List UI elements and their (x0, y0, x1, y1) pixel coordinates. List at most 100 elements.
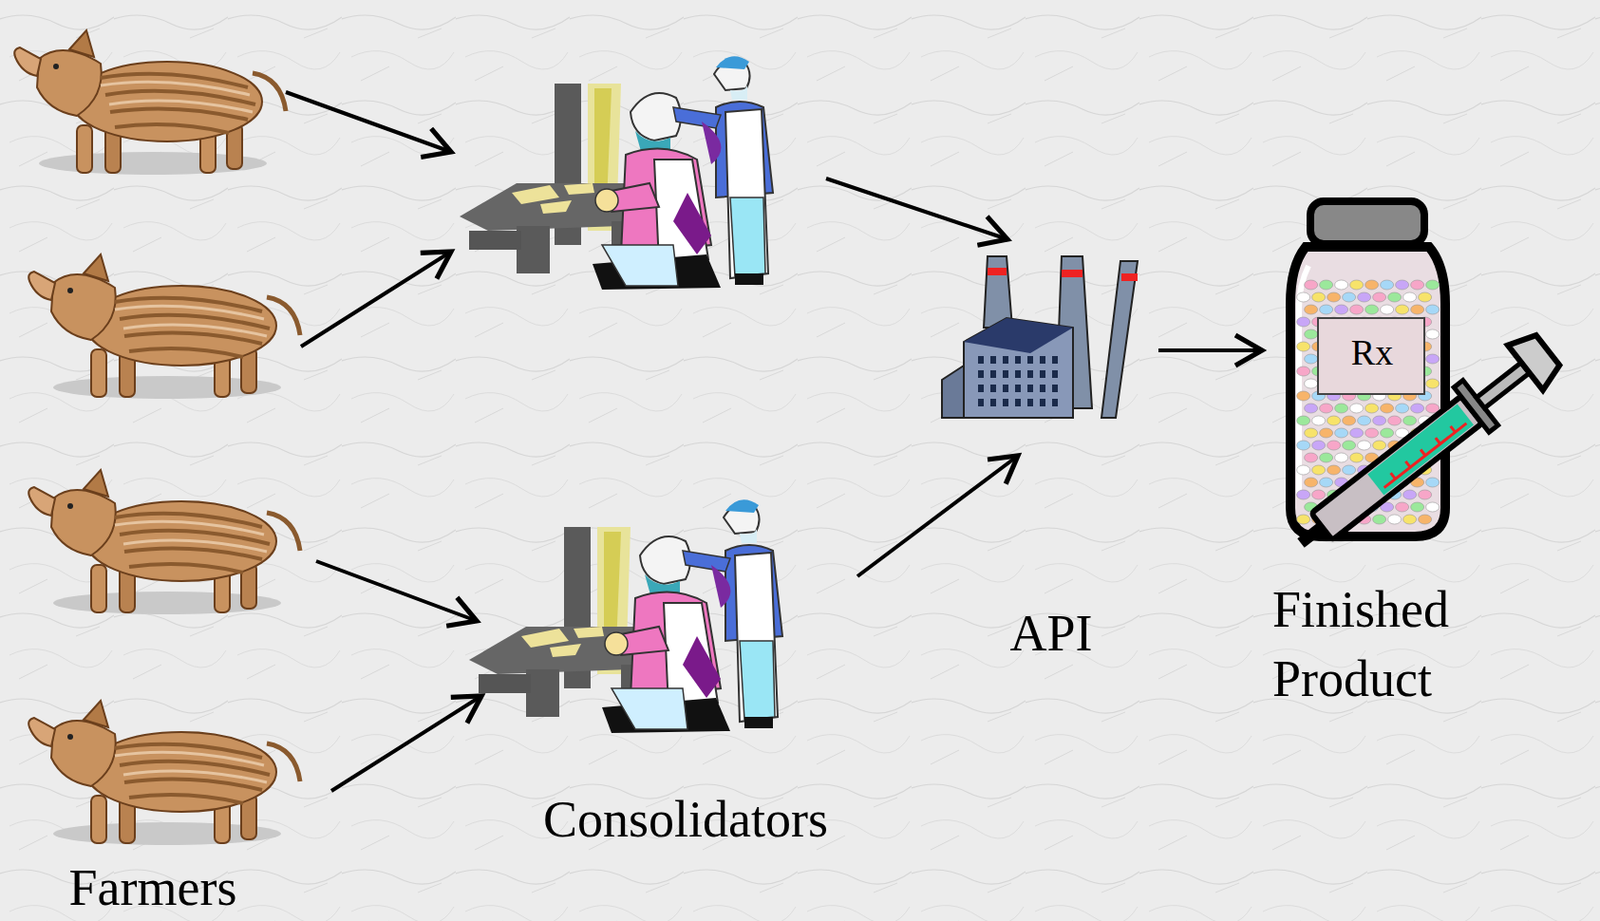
pill (1395, 502, 1410, 512)
pill (1365, 280, 1379, 290)
pill (1319, 428, 1334, 438)
pill (1297, 391, 1311, 401)
window (1039, 356, 1046, 364)
pill (1319, 477, 1334, 488)
pill (1304, 304, 1318, 315)
window (1015, 398, 1021, 407)
window (1002, 384, 1009, 393)
pill (1342, 292, 1356, 302)
pill (1304, 428, 1318, 438)
window (1052, 370, 1058, 378)
pill (1373, 292, 1387, 302)
window (1027, 384, 1034, 393)
window (1039, 370, 1046, 378)
bottle-label-text: Rx (1351, 334, 1393, 371)
pill (1357, 415, 1372, 426)
pill (1327, 415, 1341, 426)
window (1015, 384, 1021, 393)
pill (1426, 477, 1440, 488)
window (990, 370, 997, 378)
pill (1395, 403, 1410, 414)
pill (1403, 489, 1417, 500)
window (990, 356, 997, 364)
pill (1380, 280, 1394, 290)
window (978, 384, 984, 393)
pill (1342, 415, 1356, 426)
pill (1319, 304, 1334, 315)
pill (1335, 452, 1349, 463)
window (990, 384, 997, 393)
pill (1411, 280, 1425, 290)
group-label: Consolidators (543, 793, 829, 846)
pill (1426, 502, 1440, 512)
pill (1411, 304, 1425, 315)
pill (1312, 292, 1326, 302)
pill (1395, 280, 1410, 290)
window (1015, 370, 1021, 378)
pill (1380, 403, 1394, 414)
pill (1297, 465, 1311, 475)
pill (1426, 280, 1440, 290)
pill (1319, 403, 1334, 414)
pill (1426, 378, 1440, 389)
window (1039, 384, 1046, 393)
window (1027, 356, 1034, 364)
pill (1411, 502, 1425, 512)
window (1002, 370, 1009, 378)
pill (1403, 415, 1417, 426)
pill (1319, 280, 1334, 290)
pill (1373, 514, 1387, 525)
pill (1304, 280, 1318, 290)
pill (1304, 403, 1318, 414)
pill (1357, 440, 1372, 451)
pill (1380, 304, 1394, 315)
window (978, 370, 984, 378)
pill (1297, 366, 1311, 377)
pill (1388, 415, 1402, 426)
pill (1297, 292, 1311, 302)
pill (1357, 292, 1372, 302)
pill (1304, 378, 1318, 389)
window (978, 398, 984, 407)
pill (1335, 280, 1349, 290)
pill (1395, 304, 1410, 315)
window (1039, 398, 1046, 407)
pill (1312, 489, 1326, 500)
pill (1365, 304, 1379, 315)
pill (1312, 465, 1326, 475)
pill (1426, 304, 1440, 315)
pill (1342, 465, 1356, 475)
pill (1365, 403, 1379, 414)
pill (1304, 329, 1318, 339)
pill (1297, 514, 1311, 525)
stage-label: Finished Product (1272, 575, 1501, 715)
pill (1350, 428, 1364, 438)
window (978, 356, 984, 364)
pill (1335, 304, 1349, 315)
pill (1327, 465, 1341, 475)
pill (1365, 428, 1379, 438)
pill (1304, 354, 1318, 364)
pill (1418, 489, 1432, 500)
pill (1297, 489, 1311, 500)
pill (1426, 329, 1440, 339)
pill (1350, 280, 1364, 290)
pill (1411, 403, 1425, 414)
window (1052, 398, 1058, 407)
pill (1373, 440, 1387, 451)
pill (1335, 403, 1349, 414)
pill (1297, 440, 1311, 451)
pill (1418, 514, 1432, 525)
pill (1304, 452, 1318, 463)
window (1015, 356, 1021, 364)
pill (1304, 477, 1318, 488)
pill (1297, 317, 1311, 327)
window (990, 398, 997, 407)
pill (1297, 341, 1311, 352)
pill (1327, 440, 1341, 451)
window (1052, 356, 1058, 364)
group-label: Farmers (69, 862, 238, 914)
pill (1403, 292, 1417, 302)
pill (1319, 452, 1334, 463)
